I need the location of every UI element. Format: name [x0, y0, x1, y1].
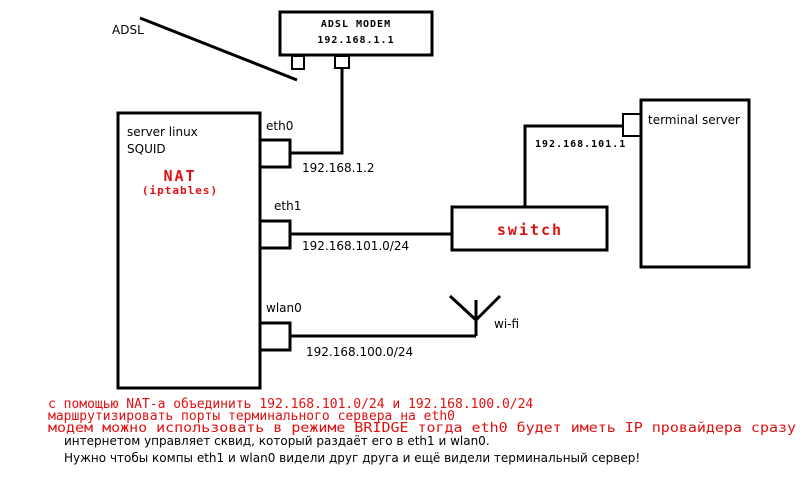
eth0-label: eth0 [266, 119, 293, 133]
nat-label: NAT [163, 167, 196, 185]
adsl-label: ADSL [112, 23, 144, 37]
terminal-label: terminal server [648, 113, 740, 127]
eth0-to-modem-wire [290, 68, 344, 155]
note-red-2: маршрутизировать порты терминального сер… [48, 409, 455, 424]
switch-to-terminal-wire [523, 124, 623, 207]
nat-sub-label: (iptables) [142, 184, 218, 197]
switch-box [450, 205, 609, 252]
terminal-ip: 192.168.101.1 [535, 139, 626, 150]
eth0-port [258, 138, 292, 169]
note-red-1: с помощью NAT-а объединить 192.168.101.0… [48, 397, 533, 412]
eth0-ip: 192.168.1.2 [302, 161, 375, 175]
server-box [116, 111, 262, 390]
terminal-server-box [639, 98, 751, 269]
note-black-1: интернетом управляет сквид, который разд… [64, 434, 490, 448]
eth1-port [258, 219, 292, 250]
eth1-ip: 192.168.101.0/24 [302, 239, 409, 253]
eth1-label: eth1 [274, 199, 301, 213]
note-black-2: Нужно чтобы компы eth1 и wlan0 видели др… [64, 451, 640, 465]
adsl-line [139, 16, 298, 82]
server-label-line2: SQUID [127, 142, 166, 156]
note-red-3: модем можно использовать в режиме BRIDGE… [48, 421, 796, 436]
wifi-label: wi-fi [494, 317, 519, 331]
wlan0-label: wlan0 [266, 301, 302, 315]
server-label-line1: server linux [127, 125, 198, 139]
modem-title: ADSL MODEM [321, 19, 391, 30]
switch-label: switch [497, 221, 563, 239]
modem-port-right [334, 55, 350, 69]
wlan0-port [258, 321, 292, 352]
modem-port-left [291, 55, 305, 70]
wlan0-ip: 192.168.100.0/24 [306, 345, 413, 359]
modem-ip: 192.168.1.1 [317, 35, 394, 46]
wifi-antenna-icon [448, 294, 502, 336]
adsl-modem-box [278, 10, 434, 57]
terminal-port [622, 113, 642, 137]
